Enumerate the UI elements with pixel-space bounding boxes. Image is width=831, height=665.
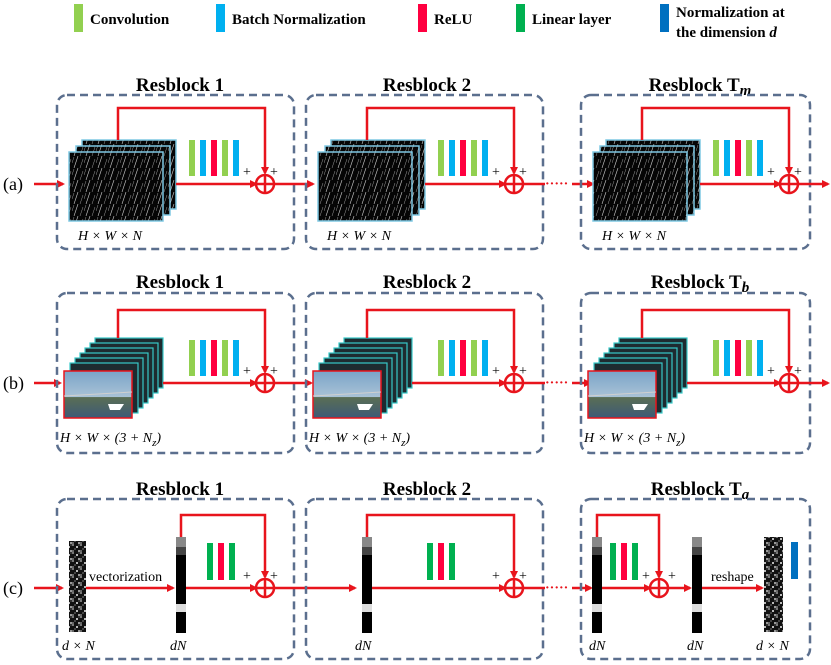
row-label-a: (a) xyxy=(3,174,23,195)
resblock-frame xyxy=(304,497,545,661)
feature-dim-label: H × W × (3 + Nz) xyxy=(583,431,685,449)
image-feature-stack xyxy=(587,337,688,419)
ellipsis: ····· xyxy=(545,177,568,192)
legend-label-batch-normalization: Batch Normalization xyxy=(232,12,366,28)
ellipsis: ····· xyxy=(545,581,568,596)
resblock-frame xyxy=(55,93,296,251)
sum-node-icon xyxy=(254,173,276,195)
feature-dim-label: H × W × N xyxy=(77,229,143,244)
noise-matrix xyxy=(764,537,783,632)
svg-text:+: + xyxy=(767,364,775,379)
block-title: Resblock Ta xyxy=(651,479,750,503)
legend-swatch-convolution xyxy=(74,4,83,32)
svg-text:+: + xyxy=(794,165,802,180)
sum-node-icon xyxy=(778,372,800,394)
row-a: (a) Resblock 1 + + H × W × N Resblock 2 xyxy=(3,75,830,251)
sum-node-icon xyxy=(254,372,276,394)
sum-node-icon xyxy=(778,173,800,195)
row-c: (c) Resblock 1 vectorization d × N dN + … xyxy=(3,479,812,661)
svg-text:+: + xyxy=(243,165,251,180)
legend: Convolution Batch Normalization ReLU Lin… xyxy=(74,4,785,41)
vector-bar xyxy=(592,537,602,633)
svg-text:+: + xyxy=(492,165,500,180)
normalization-bar xyxy=(791,542,798,579)
svg-text:+: + xyxy=(243,364,251,379)
svg-text:+: + xyxy=(519,569,527,584)
sum-node-icon xyxy=(503,173,525,195)
svg-text:+: + xyxy=(492,364,500,379)
block-title: Resblock 1 xyxy=(136,479,224,500)
input-dim-label: d × N xyxy=(62,639,95,654)
legend-swatch-batch-normalization xyxy=(216,4,225,32)
vectorization-label: vectorization xyxy=(89,570,162,585)
block-title: Resblock 1 xyxy=(136,272,224,293)
svg-text:+: + xyxy=(794,364,802,379)
sum-node-icon xyxy=(503,577,525,599)
rain-feature-map xyxy=(68,151,164,222)
legend-swatch-relu xyxy=(418,4,427,32)
legend-label-convolution: Convolution xyxy=(90,12,170,28)
resblock-frame xyxy=(55,291,296,455)
output-dim-label: dN xyxy=(170,639,187,654)
legend-swatch-linear-layer xyxy=(516,4,525,32)
row-b: (b) Resblock 1 + + H × W × (3 xyxy=(3,272,830,455)
rain-feature-map xyxy=(592,151,688,222)
svg-text:+: + xyxy=(668,569,676,584)
block-title: Resblock 1 xyxy=(136,75,224,96)
feature-dim-label: H × W × N xyxy=(326,229,392,244)
mid-dim-label: dN xyxy=(687,639,704,654)
block-title: Resblock 2 xyxy=(383,479,471,500)
resblock-frame xyxy=(55,497,296,661)
resblock-frame xyxy=(304,291,545,455)
image-feature-stack xyxy=(63,337,164,419)
legend-label-normalization-line1: Normalization at xyxy=(676,5,785,21)
legend-swatch-normalization xyxy=(660,4,669,32)
sum-node-icon xyxy=(648,577,670,599)
block-title: Resblock 2 xyxy=(383,272,471,293)
svg-text:+: + xyxy=(492,569,500,584)
svg-text:+: + xyxy=(767,165,775,180)
row-label-b: (b) xyxy=(3,373,24,394)
legend-label-linear-layer: Linear layer xyxy=(532,12,612,28)
noise-matrix xyxy=(69,541,86,632)
resblock-frame xyxy=(304,93,545,251)
row-label-c: (c) xyxy=(3,578,23,599)
svg-text:+: + xyxy=(243,569,251,584)
sum-node-icon xyxy=(254,577,276,599)
feature-dim-label: H × W × (3 + Nz) xyxy=(308,431,410,449)
resblock-frame xyxy=(579,93,812,251)
block-title: Resblock 2 xyxy=(383,75,471,96)
resblock-frame xyxy=(579,497,812,661)
resblock-frame xyxy=(579,291,812,455)
image-feature-stack xyxy=(312,337,413,419)
ellipsis: ····· xyxy=(545,376,568,391)
output-dim-label: d × N xyxy=(756,639,789,654)
vector-bar xyxy=(362,537,372,633)
rain-feature-map xyxy=(317,151,413,222)
svg-text:+: + xyxy=(270,165,278,180)
svg-text:+: + xyxy=(270,569,278,584)
feature-dim-label: H × W × (3 + Nz) xyxy=(59,431,161,449)
legend-label-relu: ReLU xyxy=(434,12,472,28)
svg-text:+: + xyxy=(519,165,527,180)
output-dim-label: dN xyxy=(355,639,372,654)
svg-text:+: + xyxy=(519,364,527,379)
input-dim-label: dN xyxy=(589,639,606,654)
svg-text:+: + xyxy=(270,364,278,379)
vector-bar xyxy=(176,537,186,633)
block-title: Resblock Tm xyxy=(649,75,752,99)
svg-text:+: + xyxy=(642,569,650,584)
vector-bar xyxy=(692,537,702,633)
feature-dim-label: H × W × N xyxy=(601,229,667,244)
block-title: Resblock Tb xyxy=(651,272,750,296)
reshape-label: reshape xyxy=(711,570,754,585)
legend-label-normalization-line2: the dimension d xyxy=(676,25,777,41)
sum-node-icon xyxy=(503,372,525,394)
